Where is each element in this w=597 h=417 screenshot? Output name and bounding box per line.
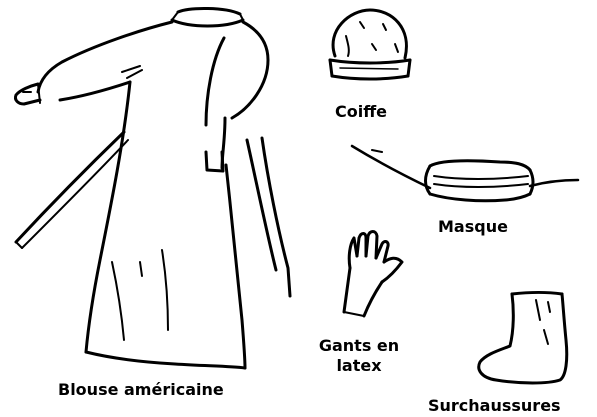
blouse-drawing (15, 8, 290, 368)
coiffe-drawing (330, 10, 410, 79)
masque-drawing (352, 146, 578, 201)
label-gants-line2: latex (304, 356, 414, 376)
label-surchaussures: Surchaussures (428, 396, 561, 416)
surchaussures-drawing (479, 293, 567, 384)
label-coiffe: Coiffe (335, 102, 387, 122)
label-masque: Masque (438, 217, 508, 237)
label-blouse-americaine: Blouse américaine (58, 380, 224, 400)
label-gants-line1: Gants en (304, 336, 414, 356)
label-gants-en-latex: Gants en latex (304, 336, 414, 376)
gants-drawing (344, 232, 402, 317)
